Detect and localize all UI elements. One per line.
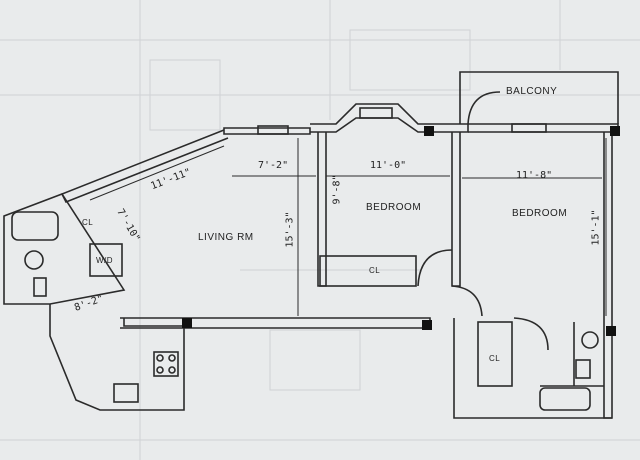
- burner: [156, 366, 164, 374]
- structural-columns: [182, 126, 620, 336]
- window-living: [257, 125, 289, 135]
- bedroom1-wall-right: [451, 132, 461, 287]
- bedroom1-closet: [319, 255, 417, 287]
- bath-block: [3, 193, 126, 305]
- bathtub: [11, 211, 59, 241]
- burner: [168, 354, 176, 362]
- hall-door: [451, 285, 483, 317]
- window-bedroom2: [511, 123, 547, 133]
- washer-dryer-label: W/D: [96, 256, 114, 265]
- bathtub-2: [539, 387, 591, 411]
- bedroom2-label: BEDROOM: [512, 208, 568, 219]
- balcony-door: [467, 91, 501, 125]
- bedroom1-label: BEDROOM: [366, 202, 422, 213]
- dim-bedroom1-width: 11'-0": [370, 160, 407, 171]
- angled-exterior-wall: [60, 129, 229, 204]
- dim-bedroom1-depth: 9'-8": [331, 174, 343, 205]
- dim-line-angled: [89, 145, 225, 201]
- bathroom2-outline: [540, 322, 604, 387]
- bedroom1-door: [417, 249, 453, 287]
- bedroom2-wall-bottom: [453, 318, 612, 419]
- bedroom2-closet: [477, 321, 513, 387]
- dim-living-depth: 15'-3": [284, 211, 296, 248]
- bedroom1-closet-label: CL: [369, 266, 381, 275]
- kitchen-range: [153, 351, 179, 377]
- bedroom2-closet-label: CL: [489, 354, 501, 363]
- burner: [168, 366, 176, 374]
- dim-living-width: 7'-2": [258, 160, 289, 171]
- kitchen-outline: [49, 304, 185, 411]
- burner: [156, 354, 164, 362]
- balcony-outline: [459, 71, 619, 124]
- toilet-2: [575, 359, 591, 379]
- bedroom2-door: [513, 317, 549, 351]
- top-wall-right: [468, 123, 619, 133]
- window-bay: [359, 107, 393, 119]
- washer-dryer-box: [89, 243, 123, 277]
- balcony-label: BALCONY: [506, 86, 558, 97]
- top-wall-bedroom: [310, 103, 469, 133]
- living-room-label: LIVING RM: [198, 232, 254, 243]
- bath-sink: [24, 250, 44, 270]
- dim-bedroom2-width: 11'-8": [516, 170, 553, 181]
- sink-2: [581, 331, 599, 349]
- dim-bedroom2-depth: 15'-1": [590, 209, 602, 246]
- bedroom2-wall-right: [603, 132, 613, 419]
- bath-closet-label: CL: [82, 218, 94, 227]
- top-exterior-wall: [223, 127, 311, 135]
- kitchen-sink: [113, 383, 139, 403]
- toilet: [33, 277, 47, 297]
